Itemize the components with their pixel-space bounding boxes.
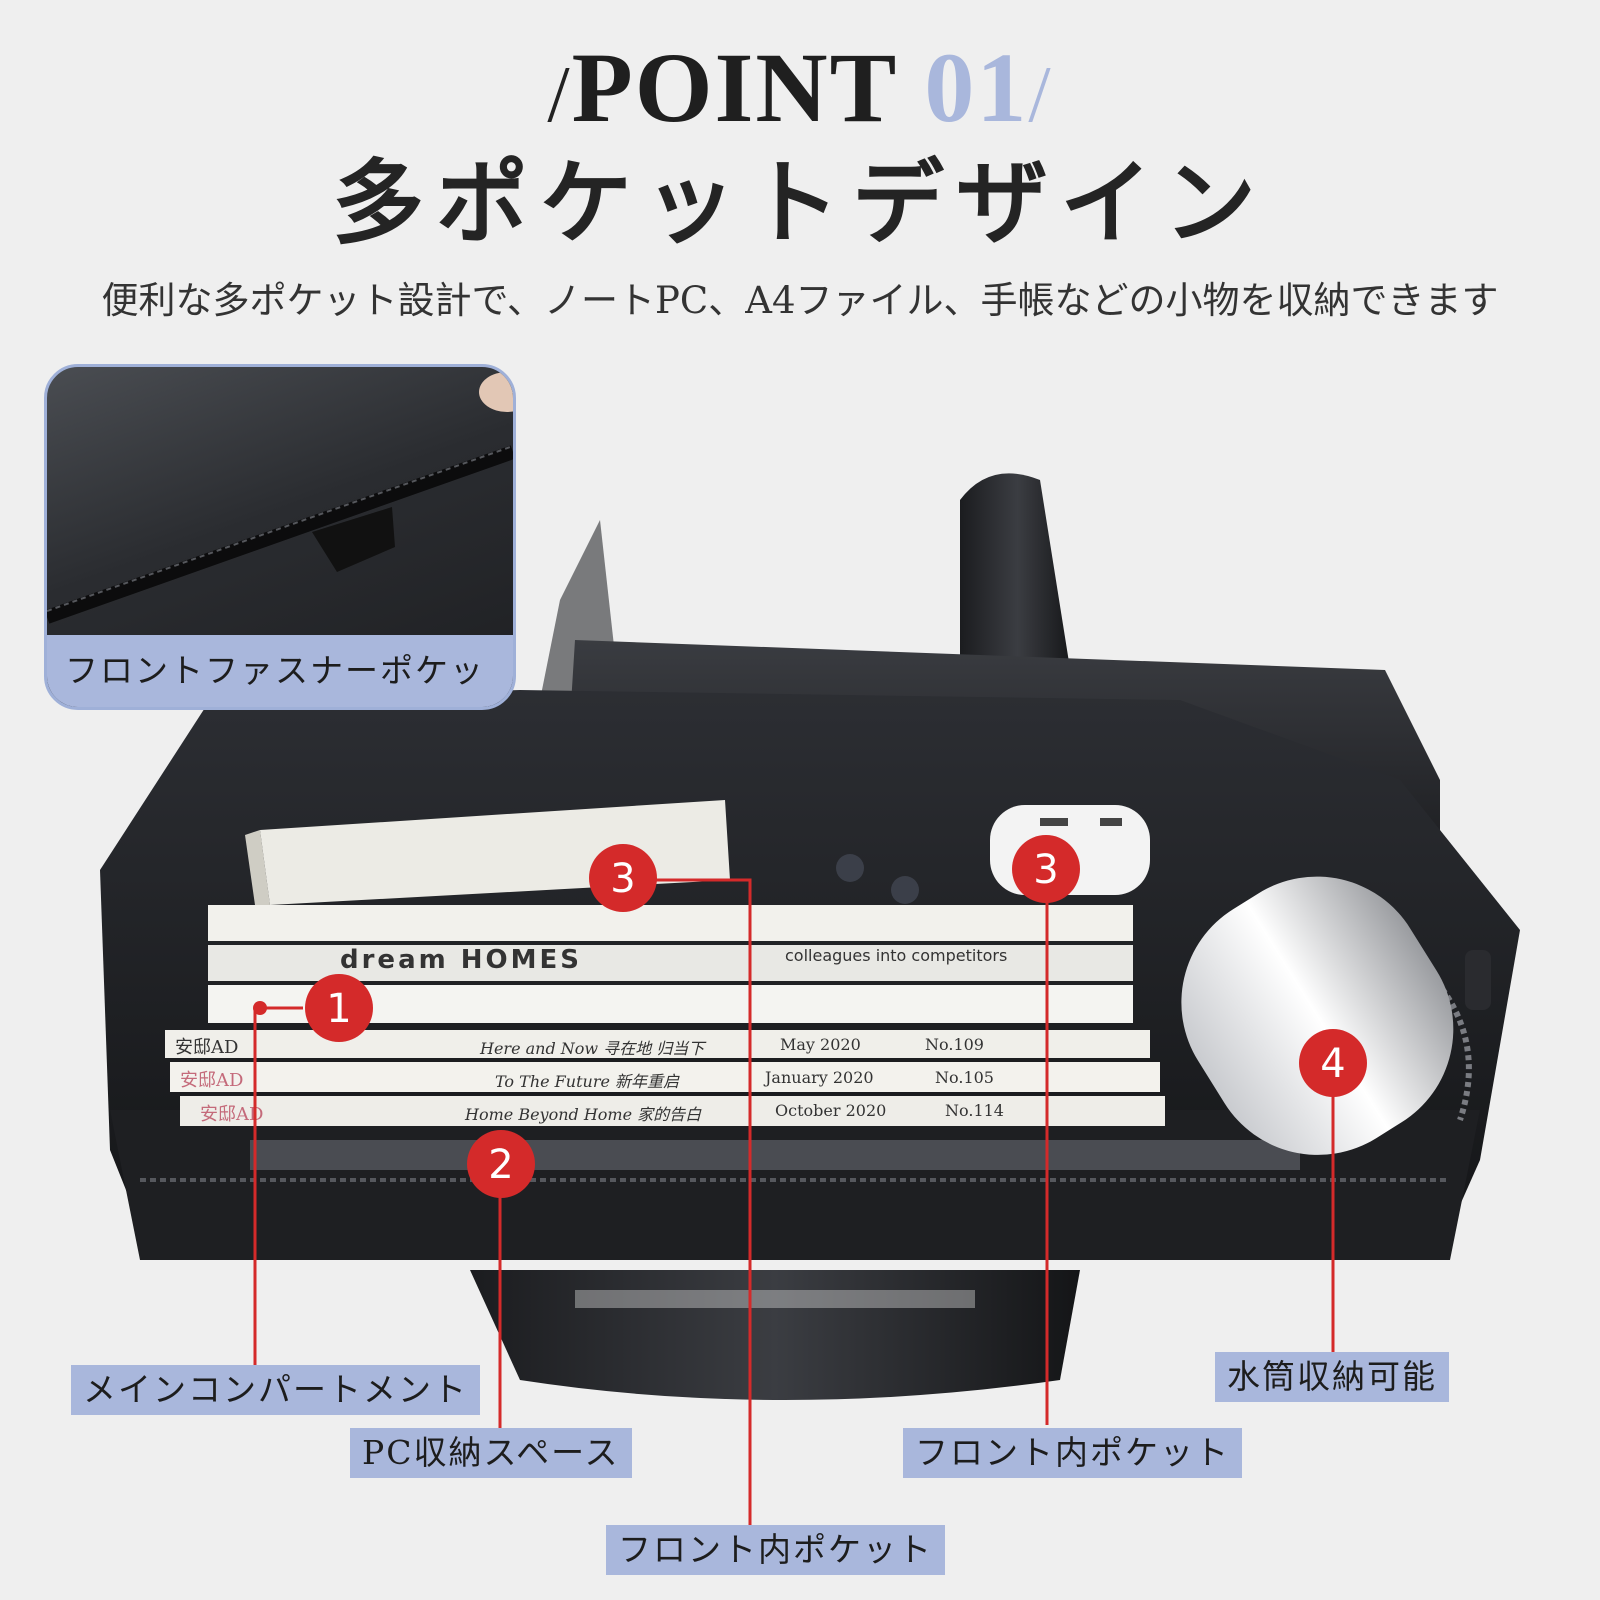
label-pc-space: PC収納スペース <box>350 1428 632 1478</box>
book-2 <box>208 945 1133 981</box>
book-spine-homes: HOMES <box>460 945 583 975</box>
page-subtitle: 便利な多ポケット設計で、ノートPC、A4ファイル、手帳などの小物を収納できます <box>101 279 1499 322</box>
mag-3-no: No.114 <box>945 1101 1004 1120</box>
mag-3 <box>180 1096 1165 1126</box>
book-tagline: colleagues into competitors <box>785 946 1008 965</box>
mag-1-no: No.109 <box>925 1035 984 1054</box>
label-front-inner-pocket-b: フロント内ポケット <box>606 1525 945 1575</box>
slash-right: / <box>1028 51 1053 139</box>
marker-4: 4 <box>1299 1029 1367 1097</box>
page-title: 多ポケットデザイン <box>331 149 1268 257</box>
zipper-closeup <box>47 372 513 624</box>
marker-3b: 3 <box>1012 835 1080 903</box>
marker-4-number: 4 <box>1320 1041 1345 1087</box>
book-1 <box>208 905 1133 941</box>
pen <box>836 854 864 882</box>
label-front-inner-pocket-a: フロント内ポケット <box>903 1428 1242 1478</box>
mag-3-date: October 2020 <box>775 1101 887 1120</box>
point-number: 01 <box>924 32 1029 143</box>
book-spine-brand: dream <box>340 945 449 975</box>
mag-1-title: Here and Now 寻在地 归当下 <box>480 1039 705 1058</box>
mag-1-brand: 安邸AD <box>175 1037 239 1058</box>
bottle <box>1181 876 1454 1155</box>
mag-2-title: To The Future 新年重启 <box>495 1072 680 1091</box>
point-word: POINT <box>571 32 899 143</box>
slash-left: / <box>547 51 572 139</box>
laptop <box>250 1140 1300 1170</box>
marker-2: 2 <box>467 1130 535 1198</box>
label-bottle: 水筒収納可能 <box>1215 1352 1449 1402</box>
mag-2 <box>170 1062 1160 1092</box>
marker-3a: 3 <box>589 844 657 912</box>
mag-2-brand: 安邸AD <box>180 1070 244 1091</box>
marker-3a-number: 3 <box>610 856 635 902</box>
marker-1-number: 1 <box>326 986 351 1032</box>
marker-2-number: 2 <box>488 1142 513 1188</box>
mag-3-title: Home Beyond Home 家的告白 <box>465 1105 702 1124</box>
top-handle <box>960 473 1075 700</box>
mag-2-no: No.105 <box>935 1068 994 1087</box>
front-zipper-pocket-inset: フロントファスナーポケット <box>44 364 516 710</box>
marker-3b-number: 3 <box>1033 847 1058 893</box>
mag-1-date: May 2020 <box>780 1035 861 1054</box>
inset-label: フロントファスナーポケット <box>47 635 513 707</box>
marker-1: 1 <box>305 974 373 1042</box>
zipper-pull <box>1465 950 1491 1010</box>
mag-2-date: January 2020 <box>765 1068 874 1087</box>
label-main-compartment: メインコンパートメント <box>71 1365 480 1415</box>
bottom-handle <box>470 1270 1080 1400</box>
mag-3-brand: 安邸AD <box>200 1104 264 1125</box>
